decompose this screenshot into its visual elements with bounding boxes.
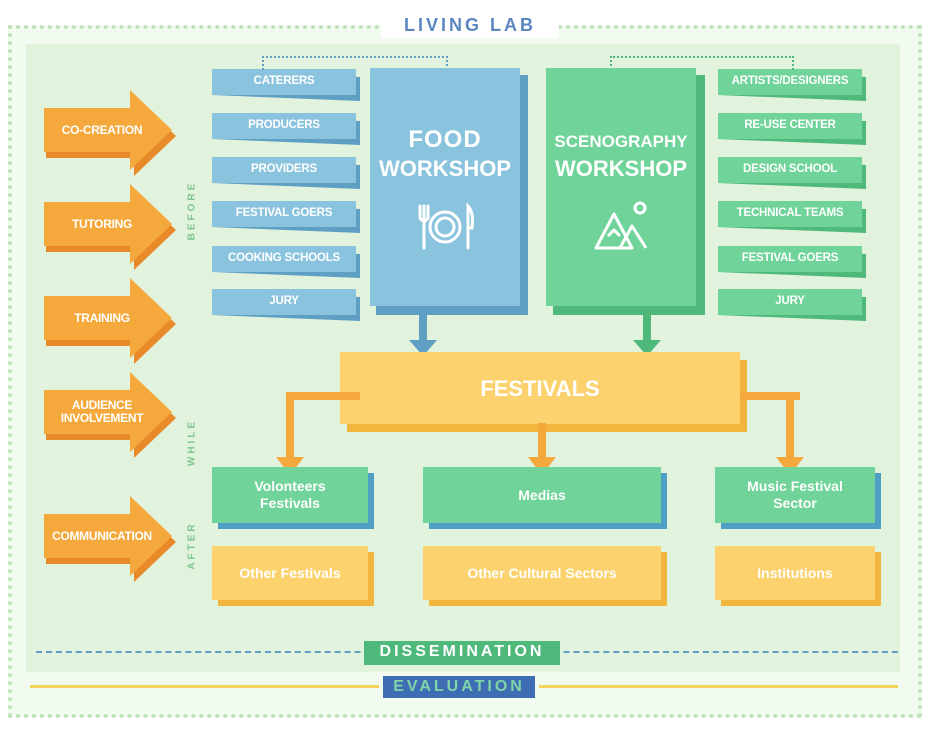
process-arrow-communication	[44, 496, 176, 582]
process-arrow-tutoring	[44, 184, 176, 270]
food-workshop-title-1: FOOD	[408, 126, 482, 153]
scenography-dotted-connector	[610, 56, 794, 70]
festivals-branch-arrows	[276, 392, 804, 475]
food-to-festivals-arrow	[409, 306, 437, 356]
mountains-icon	[594, 201, 648, 250]
process-arrow-label: TRAINING	[74, 310, 130, 325]
evaluation-label: EVALUATION	[379, 672, 539, 702]
food-stakeholder-label: JURY	[269, 295, 299, 307]
food-stakeholder-label: COOKING SCHOOLS	[227, 252, 340, 264]
process-arrow-audience-involvement	[44, 372, 176, 458]
food-ribbon	[212, 157, 360, 189]
scenography-workshop-title-1: SCENOGRAPHY	[554, 132, 688, 151]
food-stakeholder-label: FESTIVAL GOERS	[235, 207, 333, 219]
festivals-label: FESTIVALS	[480, 376, 600, 401]
scenography-stakeholder-label: RE-USE CENTER	[744, 119, 836, 131]
process-arrow-co-creation	[44, 90, 176, 176]
process-arrow-label: COMMUNICATION	[52, 528, 152, 543]
food-ribbon	[212, 289, 360, 321]
food-ribbon	[212, 113, 360, 145]
outcome-box-other-festivals[interactable]: Other Festivals	[212, 546, 368, 600]
food-ribbon	[212, 69, 360, 101]
food-ribbon	[212, 201, 360, 233]
process-arrow-label: AUDIENCE INVOLVEMENT	[60, 398, 144, 425]
festivals-box[interactable]: FESTIVALS	[340, 352, 740, 424]
food-stakeholder-label: PRODUCERS	[248, 119, 320, 131]
phase-before-label: BEFORE	[186, 180, 198, 241]
scenography-ribbon	[718, 157, 866, 189]
scenography-stakeholder-label: FESTIVAL GOERS	[741, 252, 839, 264]
process-arrow-label: CO-CREATION	[61, 122, 143, 137]
plate-cutlery-icon	[418, 202, 474, 250]
outcome-box-volonteers-festivals[interactable]: Volonteers Festivals	[212, 467, 368, 523]
outcome-box-other-cultural-sectors[interactable]: Other Cultural Sectors	[423, 546, 661, 600]
food-stakeholder-label: CATERERS	[253, 75, 315, 87]
outcome-box-institutions[interactable]: Institutions	[715, 546, 875, 600]
food-dotted-connector	[262, 56, 448, 70]
food-ribbon	[212, 246, 360, 278]
scenography-ribbon	[718, 69, 866, 101]
scenography-stakeholder-label: ARTISTS/DESIGNERS	[731, 75, 849, 87]
phase-after-label: AFTER	[186, 521, 198, 570]
process-arrow-training	[44, 278, 176, 364]
living-lab-title: LIVING LAB	[381, 12, 559, 38]
dissemination-label: DISSEMINATION	[361, 638, 563, 668]
scenography-stakeholder-label: TECHNICAL TEAMS	[736, 207, 844, 219]
phase-while-label: WHILE	[186, 418, 198, 467]
scenography-ribbon	[718, 289, 866, 321]
food-workshop-box[interactable]: FOOD WORKSHOP	[370, 68, 520, 306]
scenography-ribbon	[718, 201, 866, 233]
scenography-workshop-box[interactable]: SCENOGRAPHY WORKSHOP	[546, 68, 696, 306]
outcome-box-music-festival-sector[interactable]: Music Festival Sector	[715, 467, 875, 523]
scenography-ribbon	[718, 246, 866, 278]
scenography-ribbon	[718, 113, 866, 145]
scenography-stakeholder-label: DESIGN SCHOOL	[743, 163, 837, 175]
food-workshop-title-2: WORKSHOP	[379, 156, 511, 181]
process-arrow-label: TUTORING	[71, 216, 133, 231]
scenography-workshop-title-2: WORKSHOP	[555, 156, 687, 181]
scenography-stakeholder-label: JURY	[775, 295, 805, 307]
food-stakeholder-label: PROVIDERS	[251, 163, 317, 175]
scenography-to-festivals-arrow	[633, 306, 661, 356]
outcome-box-medias[interactable]: Medias	[423, 467, 661, 523]
